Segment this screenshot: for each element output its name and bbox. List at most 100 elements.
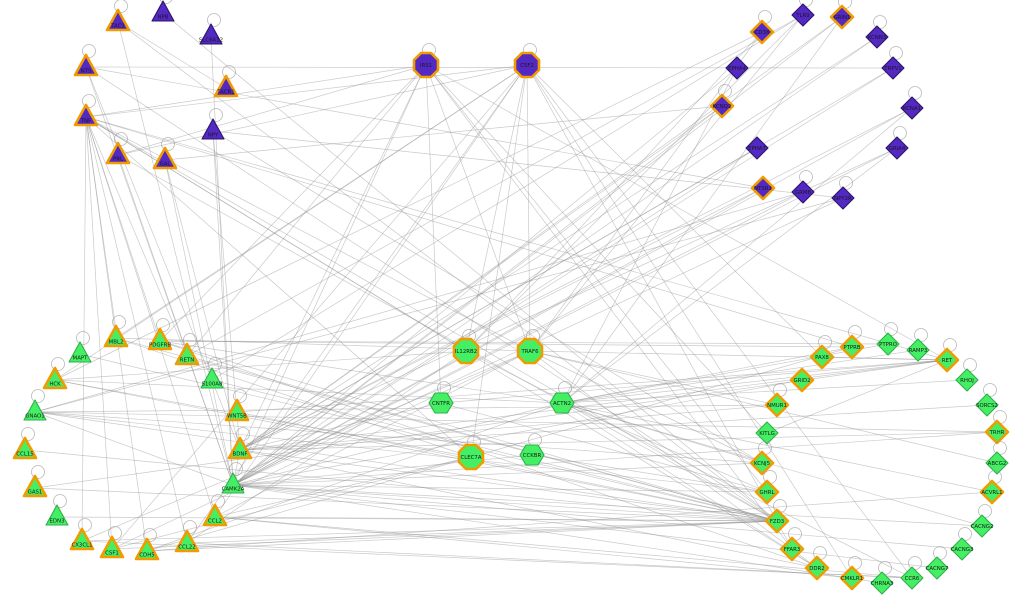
node-PAX8[interactable]: PAX8 xyxy=(809,335,835,370)
node-PTPRB[interactable]: PTPRB xyxy=(839,325,865,360)
edge-TRAF6-CX3CL1 xyxy=(81,350,531,542)
edge-CAMK2A-GHRL xyxy=(232,484,768,493)
node-RET[interactable]: RET xyxy=(934,338,960,373)
edge-CCKBR-CAMK2A xyxy=(232,454,533,486)
node-GHRL[interactable]: GHRL xyxy=(754,470,780,505)
node-EPHA7[interactable]: EPHA7 xyxy=(745,136,769,160)
node-CACNG2[interactable]: CACNG2 xyxy=(970,504,994,538)
node-ACVRL1[interactable]: ACVRL1 xyxy=(979,470,1005,505)
node-NPY2R[interactable]: NPY2R xyxy=(831,176,855,210)
node-CCL22[interactable]: CCL22 xyxy=(174,520,200,553)
edge-FZD3-S100A8 xyxy=(211,379,778,522)
node-GRIA4[interactable]: GRIA4 xyxy=(885,126,909,160)
node-GRM8[interactable]: GRM8 xyxy=(791,170,815,204)
node-TLR9[interactable]: TLR9 xyxy=(791,0,815,27)
node-CCL15[interactable]: CCL15 xyxy=(12,427,38,460)
node-CSF2[interactable]: CSF2 xyxy=(513,43,541,79)
node-SLC6A12[interactable]: SLC6A12 xyxy=(199,13,223,45)
self-loop xyxy=(222,65,236,79)
node-KCNJ5[interactable]: KCNJ5 xyxy=(749,441,775,476)
node-RHOJ[interactable]: RHOJ xyxy=(955,358,979,392)
node-PRL[interactable]: PRL xyxy=(105,132,131,165)
diamond-shape xyxy=(749,450,775,476)
self-loop xyxy=(51,357,65,371)
self-loop xyxy=(963,358,977,372)
node-CD38[interactable]: CD38 xyxy=(749,10,775,45)
node-ACTN2[interactable]: ACTN2 xyxy=(549,381,575,414)
diamond-shape xyxy=(900,566,924,590)
edge-CSF2-TRAF6 xyxy=(526,64,531,352)
node-GRIN1[interactable]: GRIN1 xyxy=(829,0,855,30)
node-CCR6[interactable]: CCR6 xyxy=(900,556,924,590)
node-HCK[interactable]: HCK xyxy=(42,357,68,390)
octagon-shape xyxy=(452,337,480,365)
node-CCL2[interactable]: CCL2 xyxy=(202,494,228,527)
node-EPHA4[interactable]: EPHA4 xyxy=(725,56,749,80)
edge-IRS1-KITLG xyxy=(425,64,768,434)
node-CX3CL1[interactable]: CX3CL1 xyxy=(69,518,95,551)
node-FZD3[interactable]: FZD3 xyxy=(764,499,790,534)
node-CHRNA3[interactable]: CHRNA3 xyxy=(870,561,894,595)
node-GAL[interactable]: GAL xyxy=(152,137,178,170)
node-KCNQ2[interactable]: KCNQ2 xyxy=(709,84,735,119)
triangle-shape xyxy=(69,527,95,551)
node-CAMK2A[interactable]: CAMK2A xyxy=(221,462,245,494)
edge-CAMK2A-CACNG7 xyxy=(232,484,938,569)
self-loop xyxy=(208,357,222,371)
edge-ACTN2-DDR2 xyxy=(561,402,818,569)
node-MAPT[interactable]: MAPT xyxy=(68,331,92,363)
node-KITLG[interactable]: KITLG xyxy=(755,421,779,445)
node-ABCG2[interactable]: ABCG2 xyxy=(985,441,1009,475)
node-NPY[interactable]: NPY xyxy=(201,108,225,140)
node-NTSR1[interactable]: NTSR1 xyxy=(750,175,776,201)
node-NTS[interactable]: NTS xyxy=(73,44,99,77)
node-TRHR[interactable]: TRHR xyxy=(984,410,1010,445)
node-RETN[interactable]: RETN xyxy=(174,333,200,366)
node-CACNG3[interactable]: CACNG3 xyxy=(950,527,974,561)
edge-CDH5-PTPRB xyxy=(146,346,853,552)
diamond-shape xyxy=(745,136,769,160)
node-CNTFR[interactable]: CNTFR xyxy=(428,381,454,414)
node-NMUR1[interactable]: NMUR1 xyxy=(764,383,790,418)
node-DDR2[interactable]: DDR2 xyxy=(804,546,830,581)
node-BDNF[interactable]: BDNF xyxy=(227,427,253,460)
node-CDH5[interactable]: CDH5 xyxy=(134,528,160,561)
edge-CDH5-ACVRL1 xyxy=(146,491,993,552)
self-loop xyxy=(108,526,122,540)
node-PTPRO[interactable]: PTPRO xyxy=(876,322,900,356)
node-IRS1[interactable]: IRS1 xyxy=(412,43,440,79)
node-CACNG7[interactable]: CACNG7 xyxy=(925,546,949,580)
node-CCKBR[interactable]: CCKBR xyxy=(519,433,545,466)
node-FFAR3[interactable]: FFAR3 xyxy=(779,527,805,562)
self-loop xyxy=(53,494,67,508)
node-WNT5B[interactable]: WNT5B xyxy=(224,389,250,422)
node-MBL2[interactable]: MBL2 xyxy=(103,315,129,348)
node-TRPV1[interactable]: TRPV1 xyxy=(881,46,905,80)
node-CLEC7A[interactable]: CLEC7A xyxy=(457,435,485,471)
node-TAC1[interactable]: TAC1 xyxy=(105,0,131,32)
node-SORCS2[interactable]: SORCS2 xyxy=(975,383,999,417)
node-TRAF6[interactable]: TRAF6 xyxy=(516,329,544,365)
edge-CAMK2A-NTSR1 xyxy=(232,187,764,486)
diamond-shape xyxy=(870,571,894,595)
node-CSF1[interactable]: CSF1 xyxy=(99,526,125,559)
node-IL12RB2[interactable]: IL12RB2 xyxy=(452,329,480,365)
node-S100A8[interactable]: S100A8 xyxy=(200,357,224,389)
edge-IRS1-RET xyxy=(425,64,948,361)
node-TACR1[interactable]: TACR1 xyxy=(213,65,239,98)
node-KCNA1[interactable]: KCNA1 xyxy=(900,86,924,120)
node-GAS1[interactable]: GAS1 xyxy=(22,465,48,498)
node-CMKLR1[interactable]: CMKLR1 xyxy=(839,556,865,591)
node-GNAO1[interactable]: GNAO1 xyxy=(23,389,47,421)
node-KCNN3[interactable]: KCNN3 xyxy=(865,15,889,49)
edge-IRS1-RETN xyxy=(186,64,427,357)
edge-BDNF-KCNA1 xyxy=(239,107,913,451)
node-RAMP3[interactable]: RAMP3 xyxy=(906,328,930,362)
triangle-shape xyxy=(174,529,200,553)
node-NPB[interactable]: NPB xyxy=(151,0,175,22)
node-EDN3[interactable]: EDN3 xyxy=(45,494,69,526)
node-GRID2[interactable]: GRID2 xyxy=(789,367,815,393)
node-PDGFRB[interactable]: PDGFRB xyxy=(147,318,173,351)
node-TNF[interactable]: TNF xyxy=(73,94,99,127)
